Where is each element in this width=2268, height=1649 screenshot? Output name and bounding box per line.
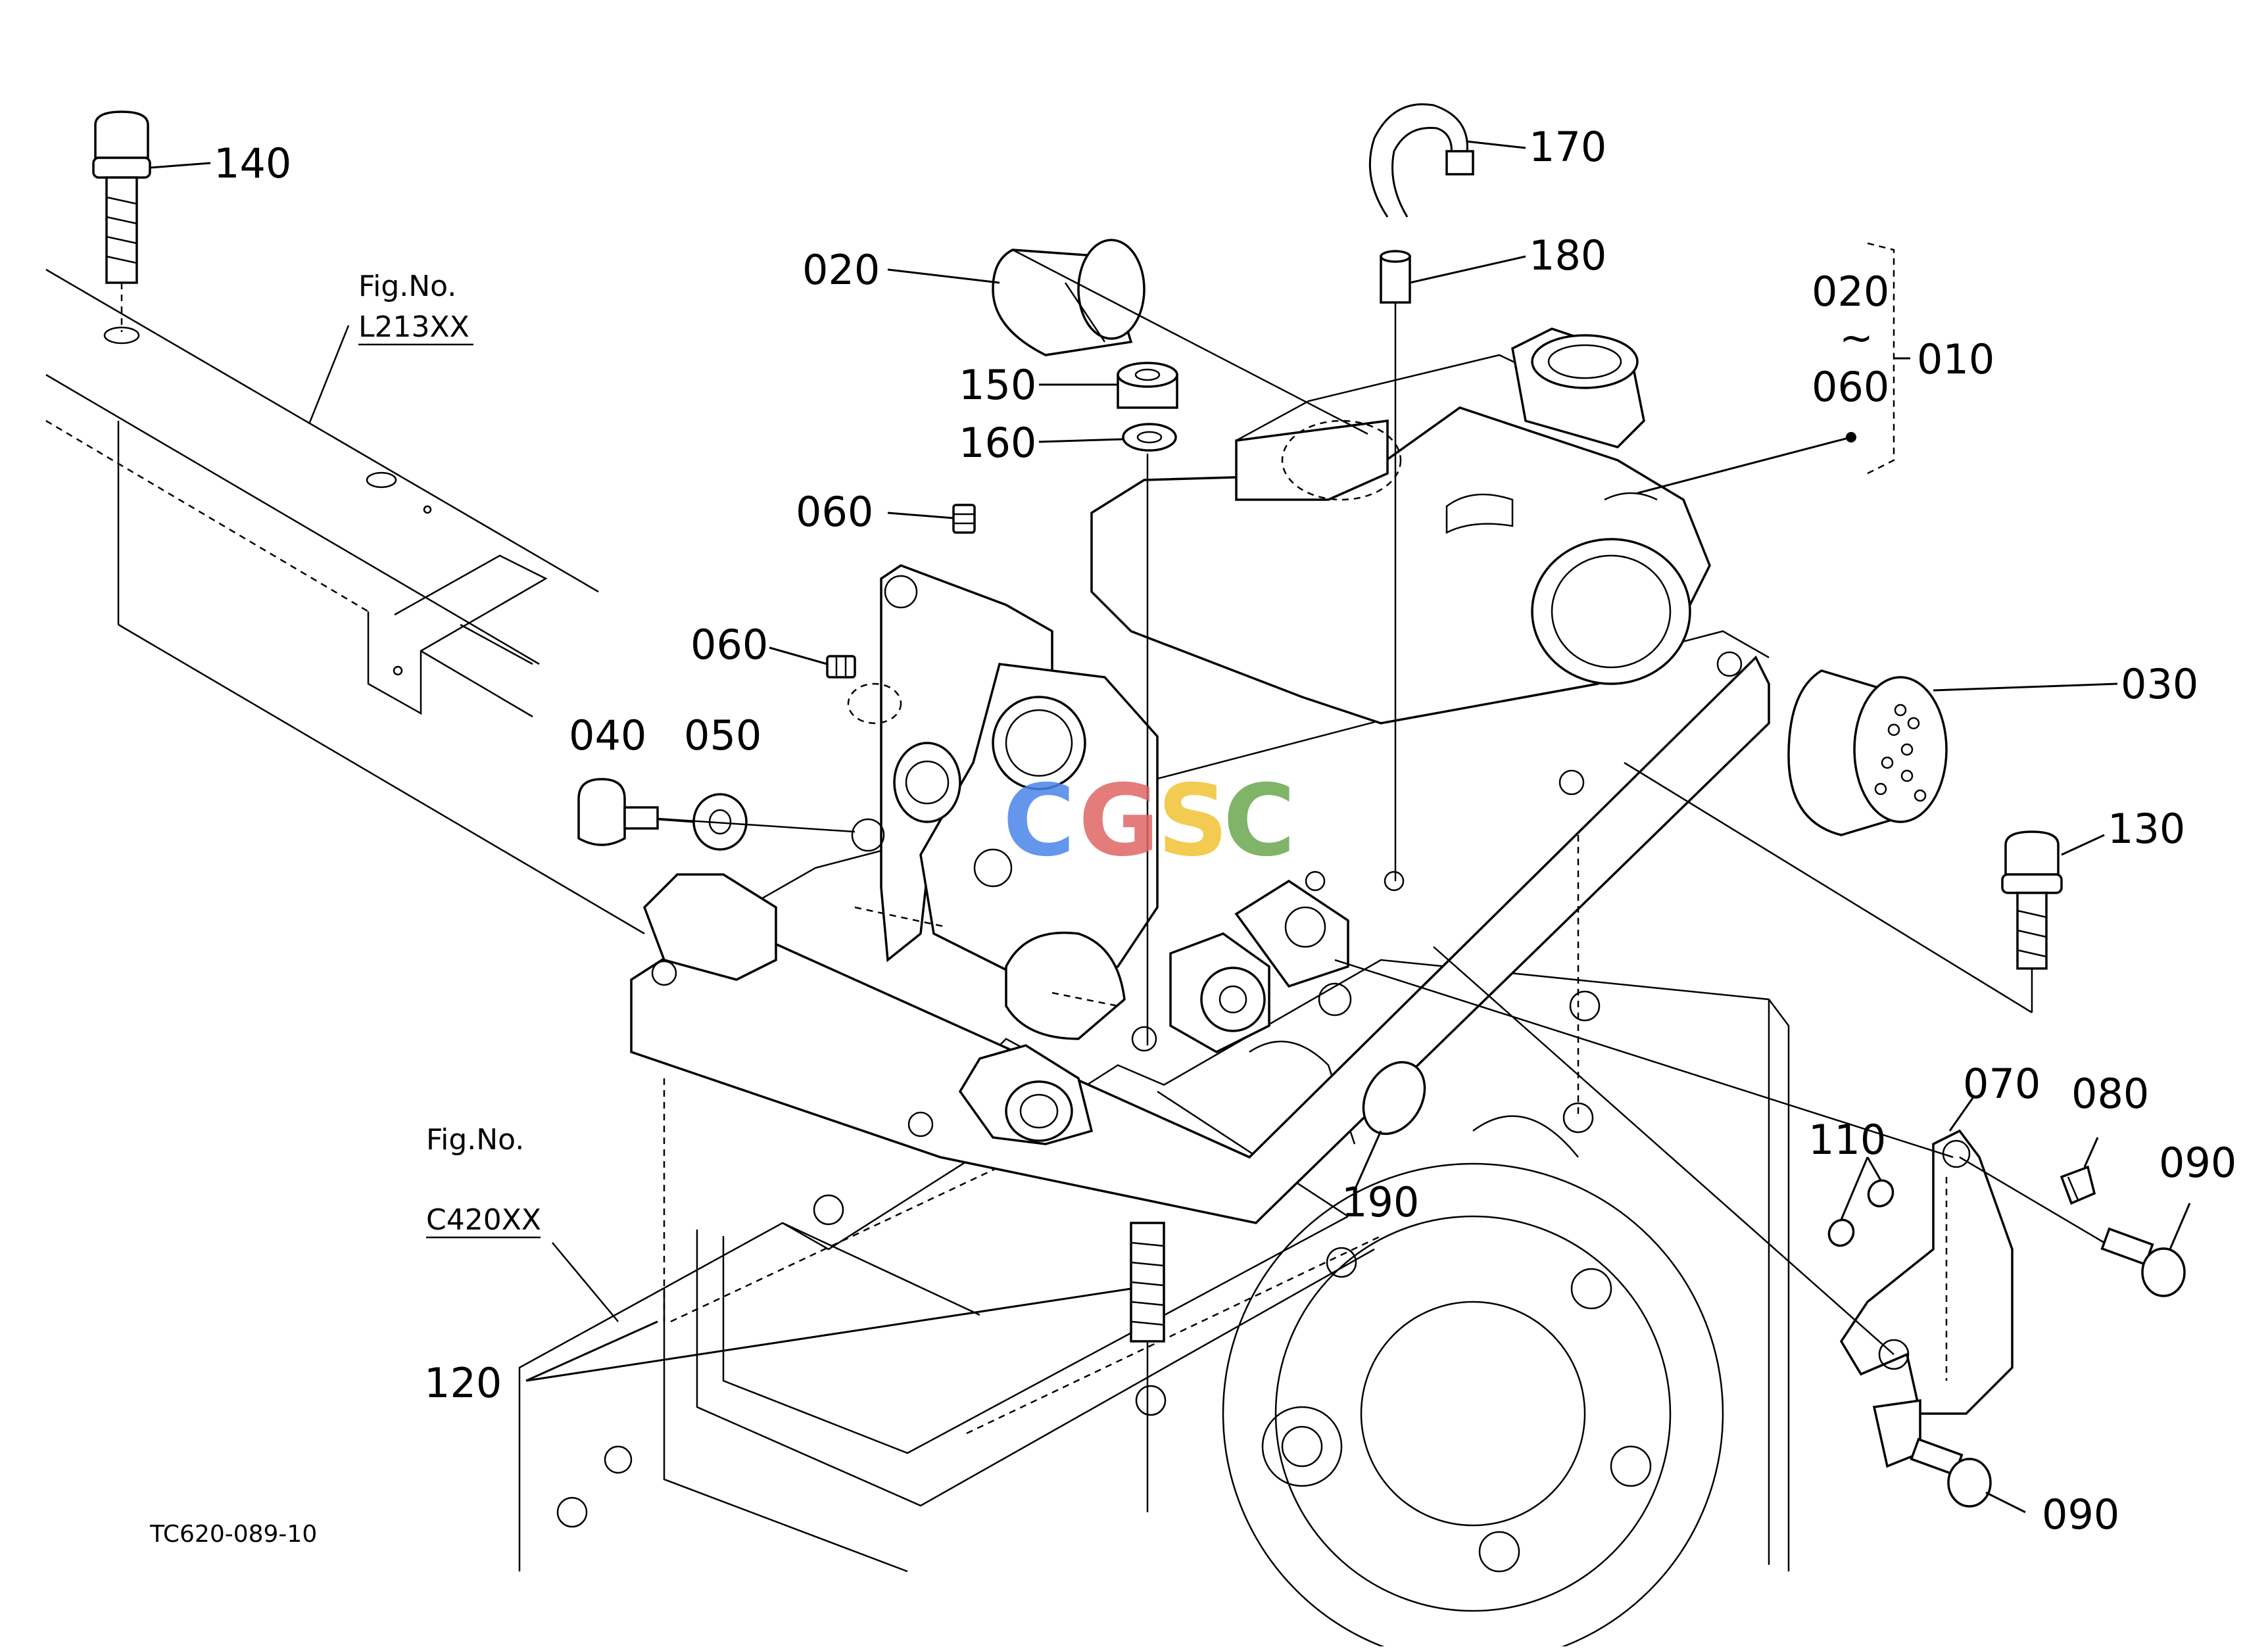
callout-190: 190	[1341, 1178, 1419, 1226]
callout-180: 180	[1529, 231, 1606, 279]
set-screw-060-lower	[826, 655, 856, 679]
pipe-170	[1368, 103, 1474, 218]
callout-170: 170	[1529, 123, 1606, 171]
plug-040	[577, 778, 659, 846]
o-ring-190	[1362, 1061, 1426, 1135]
callout-150: 150	[959, 361, 1036, 409]
watermark-letter: G	[1078, 764, 1159, 878]
callout-060-upper: 060	[796, 488, 873, 536]
callout-090-upper: 090	[2159, 1139, 2236, 1187]
figure-ref-l213: Fig.No. L213XX	[358, 270, 473, 346]
bracket-top-label: 020	[1812, 268, 1889, 316]
stud-120	[1130, 1222, 1165, 1512]
bolt-130	[1624, 761, 2063, 1014]
watermark-letter: S	[1157, 764, 1228, 878]
bolt-090-upper	[2100, 1227, 2186, 1297]
fig-ref-number: L213XX	[358, 310, 470, 344]
callout-020: 020	[802, 246, 880, 294]
callout-070: 070	[1963, 1060, 2040, 1108]
bolt-090-lower	[1910, 1437, 1992, 1508]
watermark-letter: C	[1003, 764, 1075, 878]
bracket-070	[1839, 1129, 2014, 1468]
callout-010: 010	[1917, 335, 1994, 383]
callout-120: 120	[424, 1359, 502, 1407]
nut-150	[1117, 362, 1178, 409]
plug-080	[2060, 1165, 2096, 1205]
hydraulic-cylinder-case	[630, 327, 1770, 1224]
washer-160	[1122, 423, 1177, 452]
document-id: TC620-089-10	[149, 1521, 317, 1548]
assembly-bracket	[1867, 242, 1910, 475]
fig-ref-number: C420XX	[426, 1203, 541, 1237]
callout-160: 160	[959, 419, 1036, 467]
o-ring-110	[1827, 1179, 1894, 1247]
axis-line-070b	[1334, 959, 1954, 1159]
bracket-bottom-label: 060	[1812, 363, 1889, 411]
axis-line-090a	[1959, 1156, 2105, 1244]
leader-lines	[149, 140, 2191, 1514]
watermark-logo: C G S C	[1003, 764, 1295, 878]
callout-060-lower: 060	[690, 621, 768, 669]
watermark-letter: C	[1223, 764, 1295, 878]
callout-labels: 140 170 020 180 150 160 060 060 040 050 …	[214, 123, 2236, 1539]
callout-040: 040	[569, 711, 646, 759]
bracket-tilde: ~	[1839, 314, 1873, 362]
set-screw-060-upper	[952, 504, 976, 534]
strainer-030	[1787, 669, 1948, 836]
axis-line-070	[1433, 946, 1894, 1355]
callout-110: 110	[1808, 1116, 1886, 1164]
callout-080: 080	[2071, 1070, 2149, 1118]
fitting-180	[1380, 250, 1411, 304]
callout-030: 030	[2121, 660, 2198, 708]
bolt-140	[92, 110, 151, 332]
callout-050: 050	[684, 711, 761, 759]
frame-rail-l213	[45, 268, 645, 935]
bushing-020	[992, 239, 1368, 435]
fig-ref-label: Fig.No.	[426, 1123, 524, 1157]
callout-140: 140	[214, 139, 291, 187]
figure-ref-c420: Fig.No. C420XX	[426, 1123, 541, 1239]
fig-ref-label: Fig.No.	[358, 270, 456, 303]
callout-090-lower: 090	[2042, 1491, 2119, 1539]
callout-130: 130	[2108, 805, 2185, 853]
